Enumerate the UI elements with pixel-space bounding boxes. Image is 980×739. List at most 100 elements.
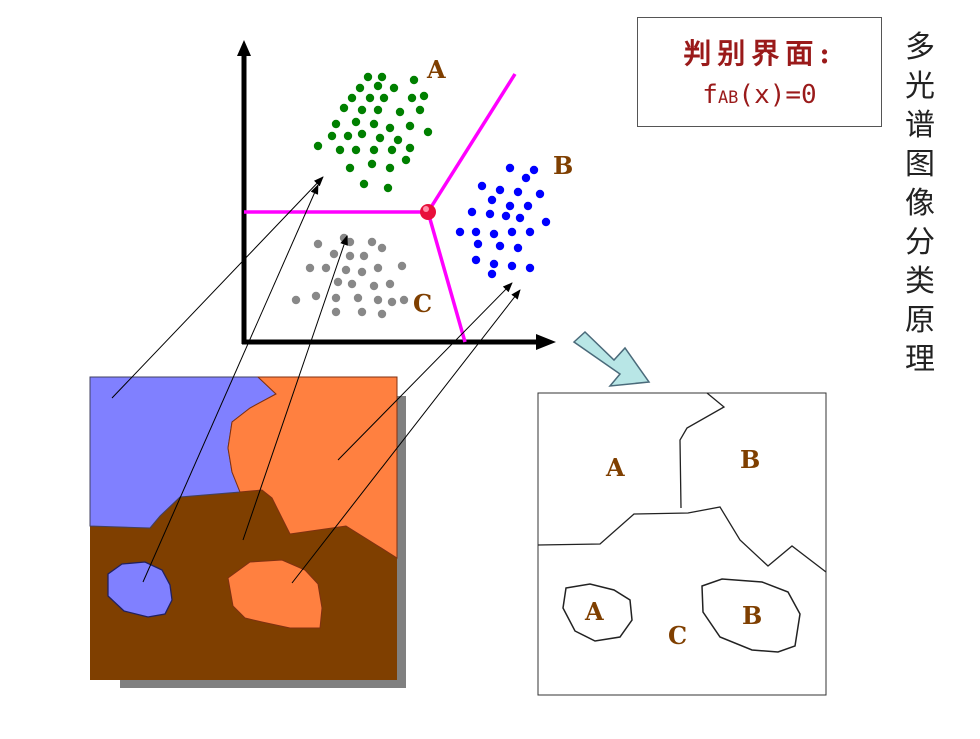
cluster-a-point xyxy=(369,119,379,129)
cluster-b-point xyxy=(521,173,531,183)
decision-point-highlight xyxy=(423,206,429,212)
classification-result-map: A B A C B xyxy=(537,392,827,696)
cluster-a-point xyxy=(367,159,377,169)
cluster-b-point xyxy=(467,207,477,217)
class-label-b: B xyxy=(553,151,573,180)
cluster-a-point xyxy=(401,155,411,165)
cluster-b-point xyxy=(487,269,497,279)
cluster-b-point xyxy=(495,185,505,195)
cluster-c-point xyxy=(369,281,379,291)
result-label-b-small: B xyxy=(742,601,762,630)
cluster-b-point xyxy=(471,227,481,237)
cluster-c-point xyxy=(311,291,321,301)
cluster-c-point xyxy=(397,261,407,271)
cluster-a-point xyxy=(363,72,373,82)
cluster-b-point xyxy=(525,263,535,273)
formula-rest: (x)=0 xyxy=(738,80,817,110)
result-outline-a xyxy=(562,583,633,642)
x-axis-arrowhead xyxy=(536,334,556,350)
decision-boundary-title: 判别界面: xyxy=(683,37,836,70)
cluster-c-point xyxy=(399,295,409,305)
vertical-title-char: 理 xyxy=(905,342,935,377)
cluster-a-point xyxy=(359,179,369,189)
cluster-b-point xyxy=(529,165,539,175)
cluster-b-point xyxy=(523,201,533,211)
cluster-c-point xyxy=(341,265,351,275)
cluster-b-point xyxy=(507,261,517,271)
feature-space-plot: A B C xyxy=(237,40,573,350)
cluster-c-point xyxy=(353,293,363,303)
cluster-b-point xyxy=(489,259,499,269)
result-outline-b xyxy=(701,578,801,653)
cluster-a-point xyxy=(327,131,337,141)
cluster-a-point xyxy=(379,93,389,103)
cluster-a-point xyxy=(355,83,365,93)
cluster-a-point xyxy=(385,163,395,173)
cluster-c-point xyxy=(357,267,367,277)
cluster-b-points xyxy=(455,163,551,279)
cluster-b-point xyxy=(455,227,465,237)
cluster-b-point xyxy=(489,229,499,239)
y-axis-arrowhead xyxy=(237,40,251,56)
cluster-a-point xyxy=(339,103,349,113)
decision-boundary-formula: fAB(x)=0 xyxy=(638,80,881,110)
cluster-a-point xyxy=(405,121,415,131)
cluster-a-point xyxy=(345,163,355,173)
cluster-b-point xyxy=(507,227,517,237)
cluster-c-point xyxy=(385,279,395,289)
cluster-b-point xyxy=(535,189,545,199)
cluster-b-point xyxy=(515,213,525,223)
arrow-1 xyxy=(111,176,324,399)
cluster-a-point xyxy=(419,91,429,101)
cluster-a-point xyxy=(395,107,405,117)
cluster-c-point xyxy=(321,263,331,273)
cluster-a-point xyxy=(393,135,403,145)
cluster-b-point xyxy=(473,239,483,249)
cluster-a-point xyxy=(409,75,419,85)
result-boundary-ab xyxy=(679,392,726,509)
result-label-a-small: A xyxy=(584,597,604,626)
cluster-c-point xyxy=(373,263,383,273)
decision-boundary-box: 判别界面: fAB(x)=0 xyxy=(637,17,882,127)
cluster-a-point xyxy=(375,133,385,143)
vertical-title-char: 谱 xyxy=(905,108,935,143)
boundary-bc xyxy=(426,211,467,343)
decision-boundaries xyxy=(244,73,517,343)
cluster-a-point xyxy=(389,83,399,93)
cluster-a-point xyxy=(373,81,383,91)
cluster-b-point xyxy=(513,187,523,197)
result-label-a-top: A xyxy=(605,453,625,482)
cluster-a-point xyxy=(385,123,395,133)
cluster-c-point xyxy=(367,237,377,247)
vertical-title-char: 分 xyxy=(905,225,935,260)
cluster-b-point xyxy=(485,209,495,219)
vertical-title-char: 类 xyxy=(905,264,935,299)
cluster-a-point xyxy=(357,129,367,139)
cluster-a-point xyxy=(377,72,387,82)
arrow-2 xyxy=(142,184,319,583)
cluster-a-point xyxy=(351,145,361,155)
cluster-a-point xyxy=(343,131,353,141)
cluster-a-points xyxy=(313,72,433,193)
decision-point xyxy=(420,204,436,220)
class-label-c: C xyxy=(413,289,432,318)
cluster-a-point xyxy=(423,127,433,137)
cluster-a-point xyxy=(383,183,393,193)
result-label-c: C xyxy=(668,621,687,650)
result-arrow-icon xyxy=(572,330,651,387)
cluster-a-point xyxy=(407,93,417,103)
cluster-c-point xyxy=(331,293,341,303)
cluster-a-point xyxy=(369,145,379,155)
cluster-c-point xyxy=(377,243,387,253)
cluster-b-point xyxy=(513,243,523,253)
cluster-c-point xyxy=(333,277,343,287)
cluster-c-point xyxy=(359,251,369,261)
cluster-c-point xyxy=(347,279,357,289)
cluster-b-point xyxy=(525,227,535,237)
region-b-small xyxy=(227,559,323,629)
cluster-a-point xyxy=(415,105,425,115)
result-boundary-horizontal xyxy=(537,506,827,573)
cluster-a-point xyxy=(365,93,375,103)
arrow-3 xyxy=(242,235,348,541)
cluster-a-point xyxy=(357,105,367,115)
